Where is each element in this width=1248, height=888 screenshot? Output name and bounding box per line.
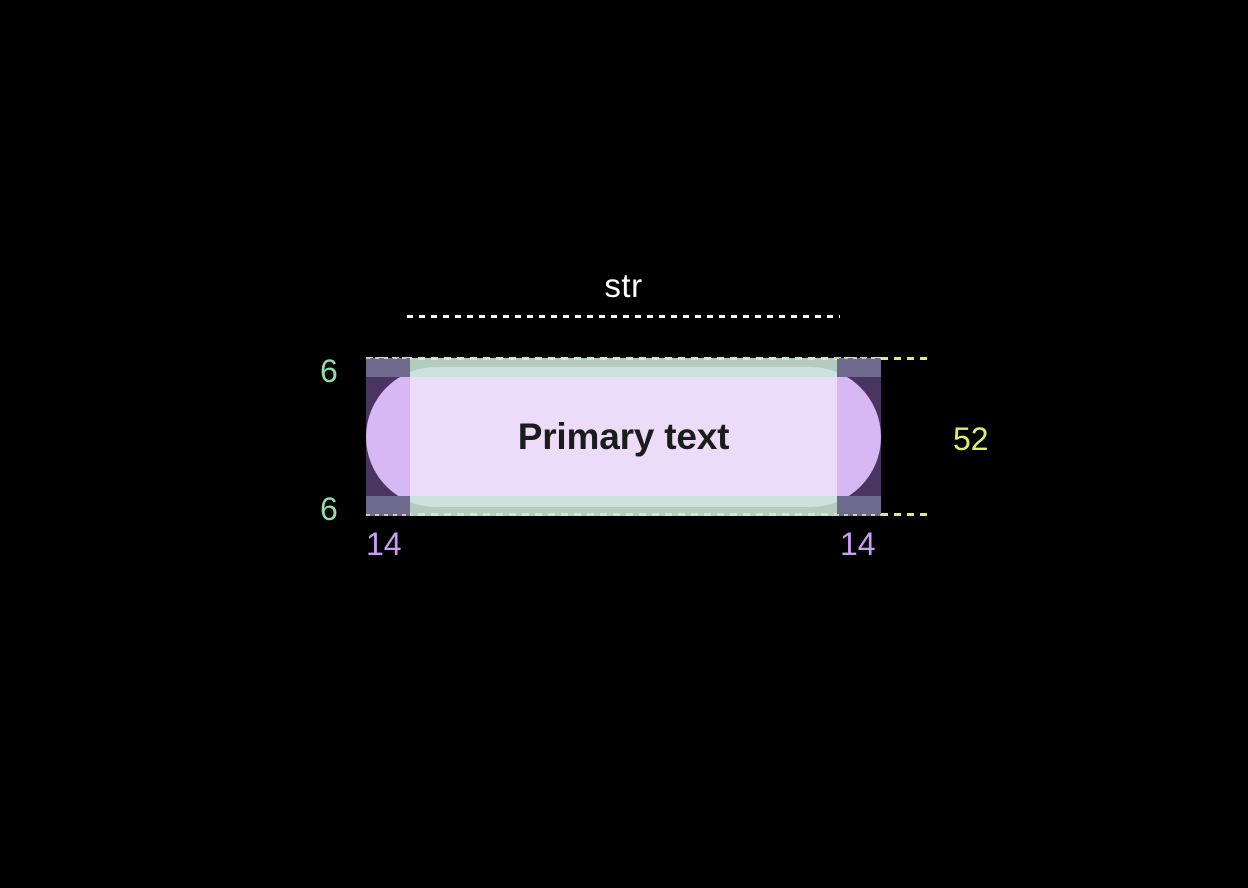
padding-rect-outline-top-left [366,357,412,359]
height-bracket-bottom-extension [881,513,930,516]
padding-corner-top-right [837,358,881,377]
measurement-padding-right: 14 [840,526,876,562]
height-bracket-top-extension [881,357,930,360]
padding-corner-bottom-left [366,496,410,516]
button-content-region: Primary text [410,377,837,496]
measured-component-box[interactable]: Primary text [366,358,881,516]
width-leader-dotted-line [407,315,840,318]
padding-corner-bottom-right [837,496,881,516]
measurement-padding-left: 14 [366,526,402,562]
measurement-padding-top: 6 [320,353,338,389]
width-leader-label: str [604,267,643,304]
primary-button-label: Primary text [517,415,730,457]
padding-rect-outline-top-right [835,357,881,359]
padding-corner-top-left [366,358,410,377]
measurement-padding-bottom: 6 [320,491,338,527]
padding-rect-outline-bottom-right [835,514,881,516]
padding-bottom-overlay [366,496,881,516]
padding-top-overlay [366,358,881,377]
padding-rect-outline-bottom-left [366,514,412,516]
measurement-height: 52 [953,421,989,457]
